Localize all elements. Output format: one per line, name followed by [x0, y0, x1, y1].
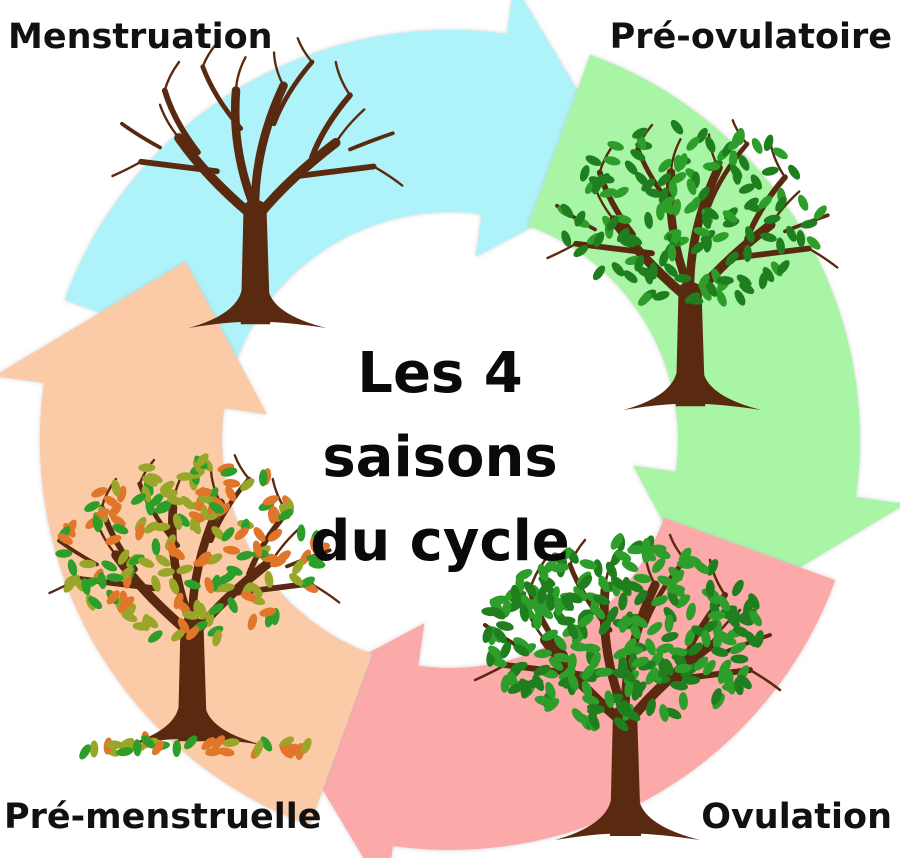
phase-label-pre-menstruelle: Pré-menstruelle [4, 797, 322, 837]
title-line-2: du cycle [310, 509, 570, 574]
phase-label-ovulation: Ovulation [701, 797, 892, 837]
autumn-tree-icon [48, 453, 341, 760]
full-leaf-tree-icon [473, 533, 782, 840]
budding-tree-icon [546, 119, 839, 410]
phase-label-menstruation: Menstruation [8, 17, 273, 57]
trees-group [48, 37, 839, 840]
phase-label-pre-ovulatoire: Pré-ovulatoire [609, 17, 892, 57]
diagram-title: Les 4 saisons du cycle [230, 332, 650, 584]
title-line-1: Les 4 saisons [322, 341, 558, 490]
bare-tree-icon [111, 37, 404, 328]
arrow-pre-menstruelle [0, 261, 372, 826]
arrow-menstruation [64, 0, 629, 362]
